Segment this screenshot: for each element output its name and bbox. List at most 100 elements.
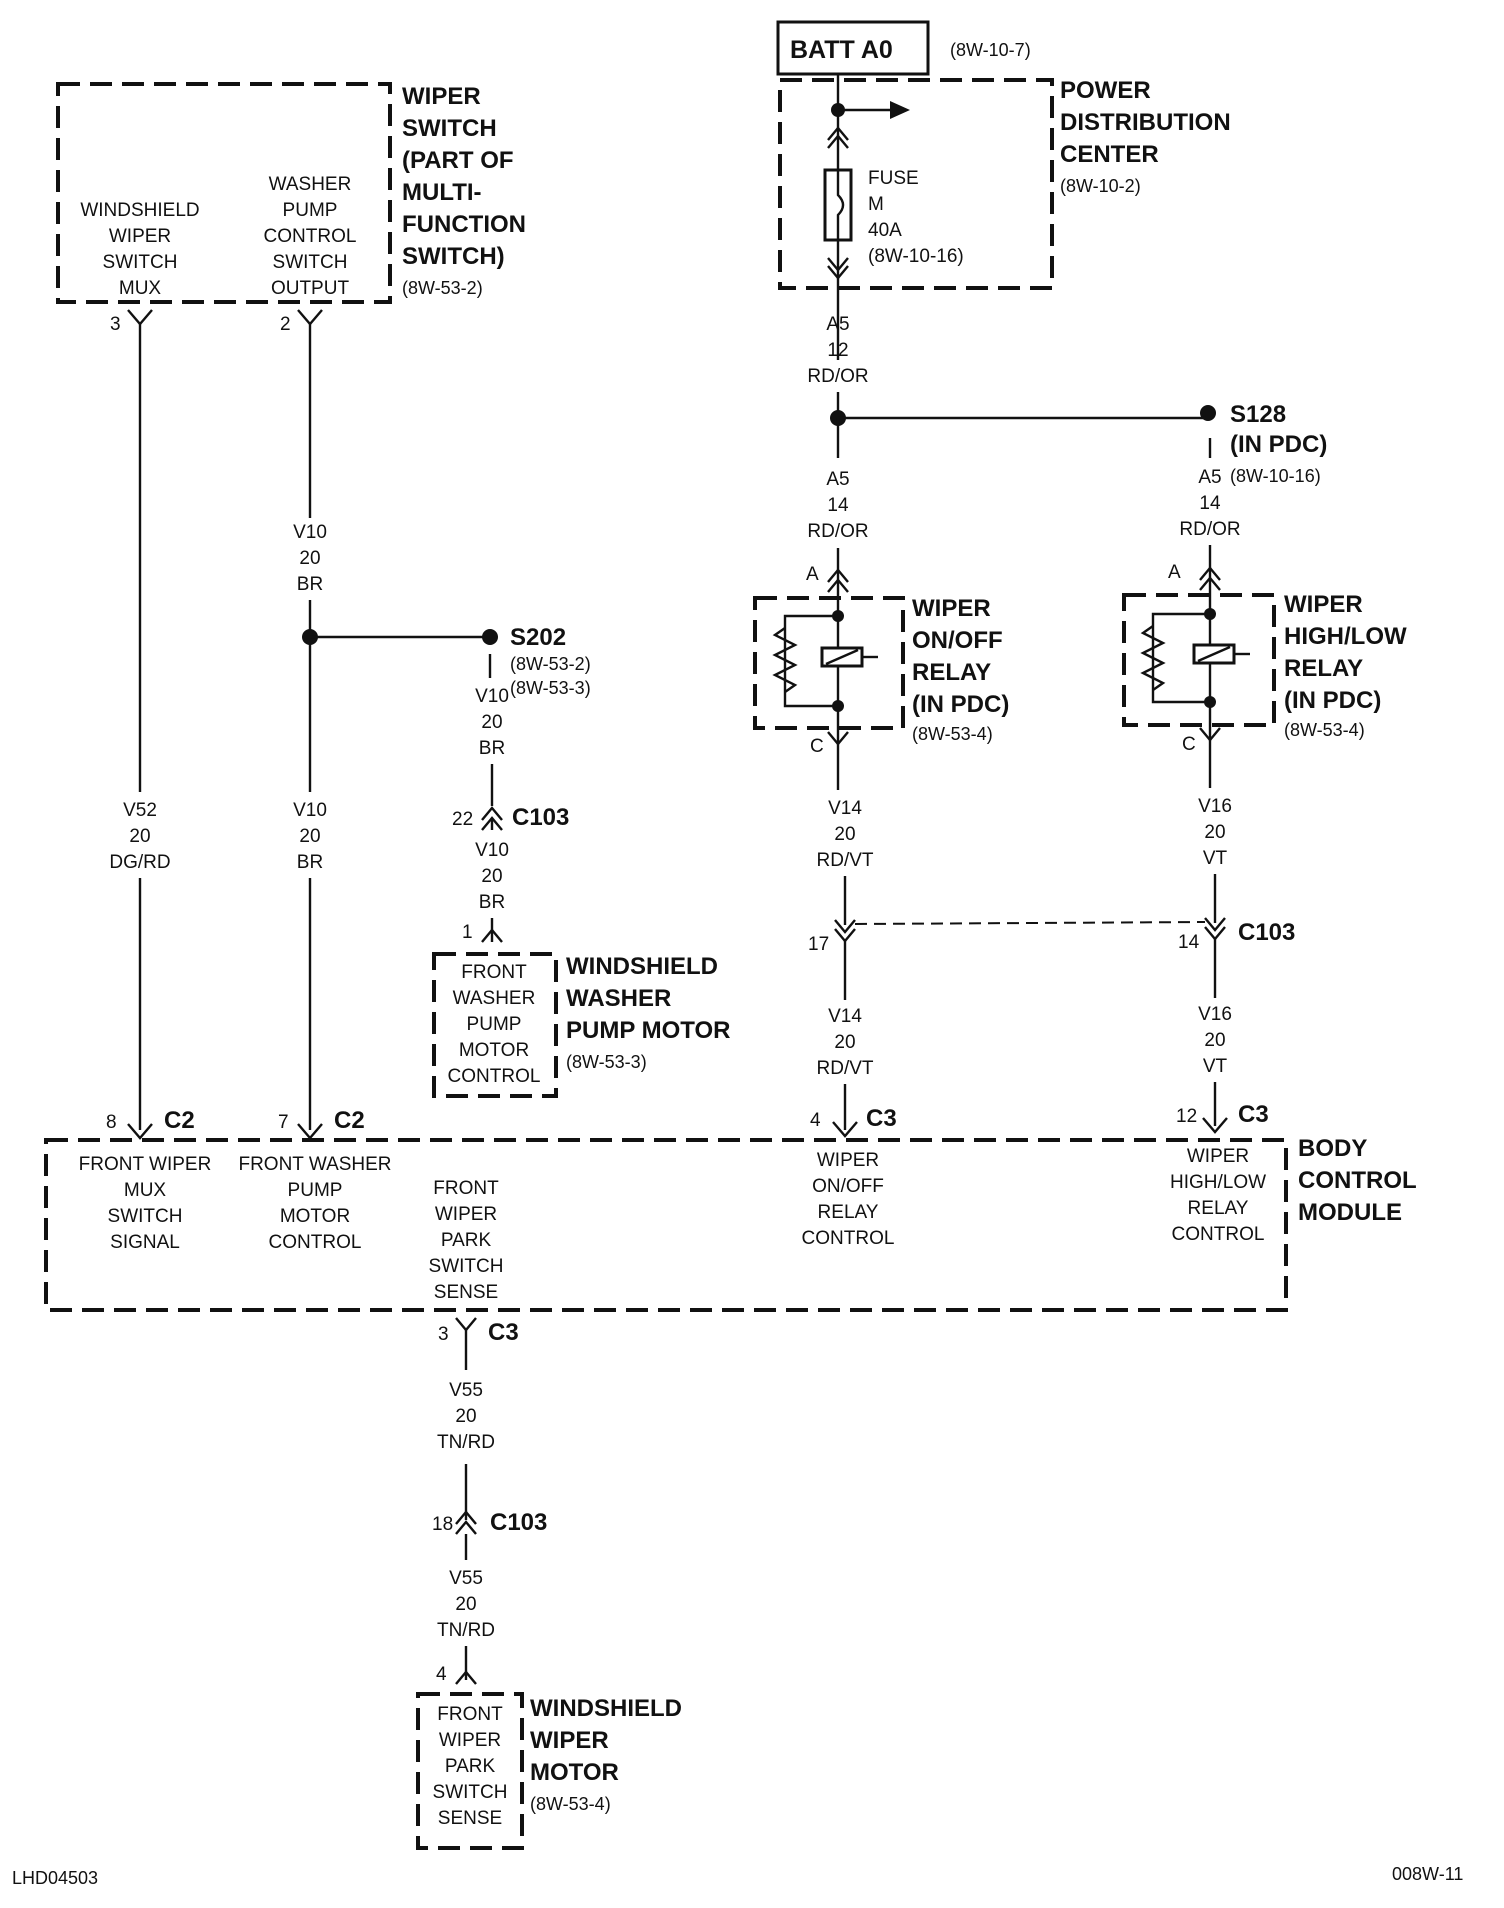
- wiper-switch-left-func-4: MUX: [119, 278, 162, 299]
- wiper-motor-ref: (8W-53-4): [530, 1794, 611, 1814]
- bcm-pin-7: 7: [278, 1112, 289, 1133]
- relay-onoff-title-3: RELAY: [912, 659, 991, 686]
- wiper-motor-func-3: PARK: [445, 1756, 496, 1777]
- bcm-func-onoff-2: ON/OFF: [812, 1176, 884, 1197]
- wiper-switch-pin-2: 2: [280, 314, 291, 335]
- washer-motor-func-3: PUMP: [467, 1014, 522, 1035]
- bcm-func-highlow-2: HIGH/LOW: [1170, 1172, 1266, 1193]
- relay-onoff-ref: (8W-53-4): [912, 724, 993, 744]
- s202-dot: [482, 629, 498, 645]
- wiper-switch-title-5: FUNCTION: [402, 211, 526, 238]
- bcm-func-mux-4: SIGNAL: [110, 1232, 180, 1253]
- wire-v10-s202-color: BR: [479, 738, 505, 759]
- relay-highlow-box: [1122, 593, 1276, 727]
- bcm-pin-3-conn: C3: [488, 1319, 519, 1346]
- pdc-title-3: CENTER: [1060, 141, 1159, 168]
- s128-dot: [1200, 405, 1216, 421]
- wiper-switch-left-func-3: SWITCH: [103, 252, 178, 273]
- washer-motor-func-5: CONTROL: [448, 1066, 541, 1087]
- bcm-func-onoff-4: CONTROL: [802, 1228, 895, 1249]
- wiper-motor-func-4: SWITCH: [433, 1782, 508, 1803]
- fuse-label: FUSE: [868, 168, 919, 189]
- wiper-switch-pin-3: 3: [110, 314, 121, 335]
- c103-right-pin-17: 17: [808, 934, 829, 955]
- pdc-ref: (8W-10-2): [1060, 176, 1141, 196]
- bcm-func-onoff-3: RELAY: [818, 1202, 879, 1223]
- relay-onoff-box: [753, 596, 905, 730]
- wiper-motor-title-2: WIPER: [530, 1727, 609, 1754]
- bcm-func-park-5: SENSE: [434, 1282, 498, 1303]
- wire-v16-top-color: VT: [1203, 848, 1228, 869]
- bcm-pin-7-conn: C2: [334, 1107, 365, 1134]
- c103-right-pin-14: 14: [1178, 932, 1200, 953]
- wire-v16-top-circuit: V16: [1198, 796, 1232, 817]
- wire-a5-12-gauge: 12: [827, 340, 848, 361]
- wire-v55-lower-gauge: 20: [455, 1594, 476, 1615]
- wire-v10-lower-color: BR: [297, 852, 323, 873]
- wire-a5-14-right-circuit: A5: [1198, 467, 1221, 488]
- wire-v10-pump-color: BR: [479, 892, 505, 913]
- wire-a5-14-right-color: RD/OR: [1179, 519, 1240, 540]
- wire-v16-top-gauge: 20: [1204, 822, 1225, 843]
- wiper-switch-right-func-3: CONTROL: [264, 226, 357, 247]
- wire-a5-14-left-color: RD/OR: [807, 521, 868, 542]
- wire-v10-lower-gauge: 20: [299, 826, 320, 847]
- c103-mid-name: C103: [512, 804, 569, 831]
- wiper-motor-box: [416, 1692, 524, 1850]
- relay-onoff-title-4: (IN PDC): [912, 691, 1009, 718]
- wiper-switch-title-6: SWITCH): [402, 243, 505, 270]
- pdc-box: [778, 78, 1054, 290]
- bcm-title-1: BODY: [1298, 1135, 1367, 1162]
- wire-a5-14-right-gauge: 14: [1199, 493, 1221, 514]
- relay-highlow-ref: (8W-53-4): [1284, 720, 1365, 740]
- wire-a5-12-color: RD/OR: [807, 366, 868, 387]
- bcm-func-highlow-3: RELAY: [1188, 1198, 1249, 1219]
- bcm-func-mux-1: FRONT WIPER: [79, 1154, 212, 1175]
- bcm-func-onoff-1: WIPER: [817, 1150, 879, 1171]
- wire-a5-12-circuit: A5: [826, 314, 849, 335]
- bcm-pin-4: 4: [810, 1110, 821, 1131]
- bcm-func-washer-3: MOTOR: [280, 1206, 350, 1227]
- batt-a0-label: BATT A0: [790, 36, 893, 64]
- washer-motor-pin: 1: [462, 922, 473, 943]
- wire-v10-s202-circuit: V10: [475, 686, 509, 707]
- wiper-switch-right-func-4: SWITCH: [273, 252, 348, 273]
- bcm-pin-4-conn: C3: [866, 1105, 897, 1132]
- bcm-pin-3: 3: [438, 1324, 449, 1345]
- wire-v14-top-circuit: V14: [828, 798, 862, 819]
- c103-mid-pin: 22: [452, 809, 473, 830]
- wire-v14-top-gauge: 20: [834, 824, 855, 845]
- s128-note: (IN PDC): [1230, 431, 1327, 458]
- fuse-rating: 40A: [868, 220, 902, 241]
- bcm-box: [44, 1138, 1288, 1312]
- wire-v55-upper-color: TN/RD: [437, 1432, 495, 1453]
- bcm-func-park-4: SWITCH: [429, 1256, 504, 1277]
- bcm-func-highlow-4: CONTROL: [1172, 1224, 1265, 1245]
- wiper-switch-right-func-1: WASHER: [269, 174, 352, 195]
- wiper-switch-title-2: SWITCH: [402, 115, 497, 142]
- s128-ref: (8W-10-16): [1230, 466, 1321, 486]
- wire-v14-bot-gauge: 20: [834, 1032, 855, 1053]
- fuse-letter: M: [868, 194, 884, 215]
- wire-v14-top-color: RD/VT: [817, 850, 874, 871]
- wiper-switch-title-4: MULTI-: [402, 179, 482, 206]
- bcm-pin-8-conn: C2: [164, 1107, 195, 1134]
- s202-ref-2: (8W-53-3): [510, 678, 591, 698]
- pdc-title-2: DISTRIBUTION: [1060, 109, 1231, 136]
- wire-v10-pump-circuit: V10: [475, 840, 509, 861]
- wire-a5-14-left-gauge: 14: [827, 495, 849, 516]
- wiper-motor-func-1: FRONT: [437, 1704, 503, 1725]
- wire-v52-circuit: V52: [123, 800, 157, 821]
- bcm-func-mux-2: MUX: [124, 1180, 167, 1201]
- wiper-switch-box: [56, 82, 392, 304]
- bcm-func-highlow-1: WIPER: [1187, 1146, 1249, 1167]
- c103-bot-name: C103: [490, 1509, 547, 1536]
- s202-name: S202: [510, 624, 566, 651]
- wire-v16-bot-color: VT: [1203, 1056, 1228, 1077]
- wire-v55-lower-color: TN/RD: [437, 1620, 495, 1641]
- wire-v55-lower-circuit: V55: [449, 1568, 483, 1589]
- wiper-switch-left-func-2: WIPER: [109, 226, 171, 247]
- relay-highlow-title-3: RELAY: [1284, 655, 1363, 682]
- relay-highlow-pin-c: C: [1182, 734, 1196, 755]
- wiper-switch-right-func-5: OUTPUT: [271, 278, 350, 299]
